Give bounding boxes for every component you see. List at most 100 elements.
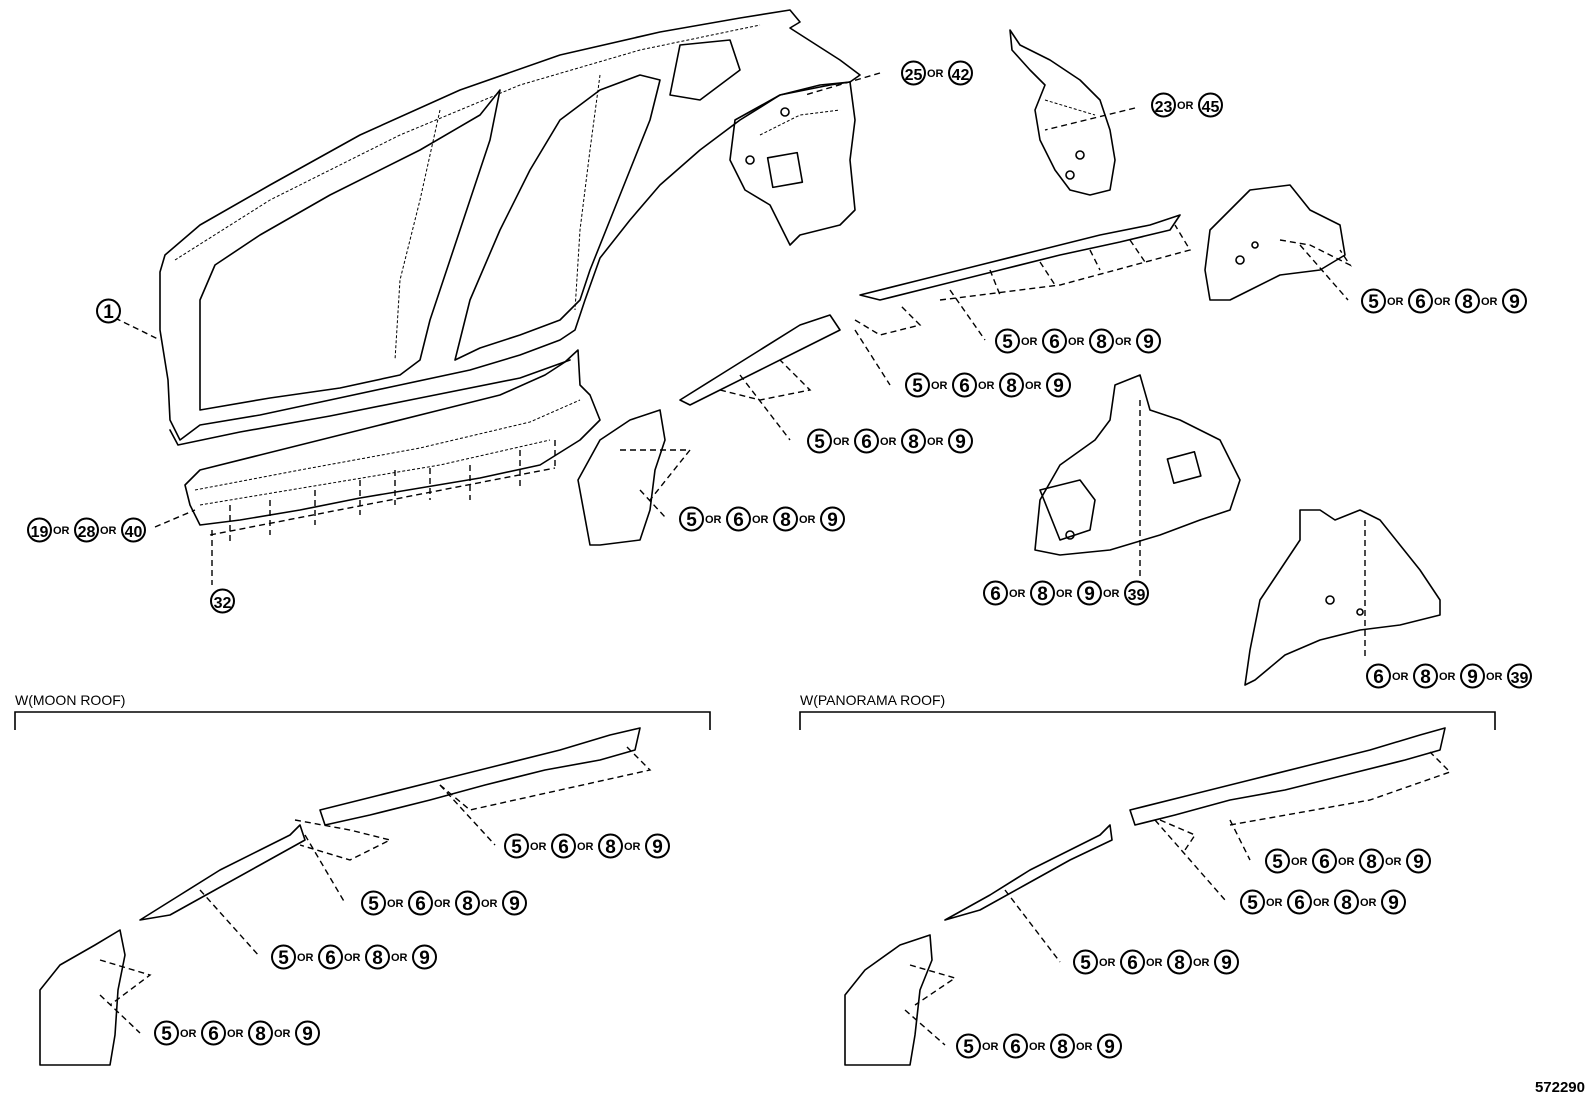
callout-circle xyxy=(1455,288,1480,314)
callout-number: 6 xyxy=(1319,852,1330,873)
callout-number: 32 xyxy=(214,595,232,612)
callout-separator: OR xyxy=(1387,296,1404,308)
callout-circle xyxy=(820,506,845,532)
callout-circle xyxy=(1050,1033,1075,1059)
callout-number: 8 xyxy=(1096,332,1107,353)
callout-separator: OR xyxy=(227,1028,244,1040)
callout-number: 5 xyxy=(963,1037,974,1058)
callout-number: 8 xyxy=(255,1024,266,1045)
callout-number: 5 xyxy=(1002,332,1013,353)
callout-separator: OR xyxy=(927,68,944,80)
callout-number: 6 xyxy=(558,837,569,858)
callout-circle xyxy=(948,428,973,454)
callout-c1: 1 xyxy=(96,298,121,324)
callout-circle xyxy=(154,1020,179,1046)
callout-circle xyxy=(96,298,121,324)
callout-number: 6 xyxy=(1294,893,1305,914)
callout-separator: OR xyxy=(799,514,816,526)
callout-circle xyxy=(455,890,480,916)
callout-circle xyxy=(1046,372,1071,398)
callout-number: 9 xyxy=(509,894,520,915)
callout-number: 9 xyxy=(302,1024,313,1045)
moon-roof-section: W(MOON ROOF) xyxy=(14,692,711,730)
callout-circle xyxy=(999,372,1024,398)
upper-right-bracket xyxy=(1009,29,1116,196)
callout-separator: OR xyxy=(1338,856,1355,868)
callout-number: 9 xyxy=(1509,292,1520,313)
callout-circle xyxy=(1030,580,1055,606)
callout-separator: OR xyxy=(53,525,70,537)
callout-circle xyxy=(271,944,296,970)
callout-circle xyxy=(1089,328,1114,354)
callout-separator: OR xyxy=(927,436,944,448)
callout-number: 8 xyxy=(1420,667,1431,688)
callout-circle xyxy=(1502,288,1527,314)
rear-wheel-house-inner xyxy=(1034,374,1241,580)
panorama-roof-label: W(PANORAMA ROOF) xyxy=(800,692,945,708)
callout-circle xyxy=(1151,92,1176,118)
side-body-outer-panel xyxy=(159,9,861,446)
callout-number: 5 xyxy=(278,948,289,969)
callout-number: 8 xyxy=(605,837,616,858)
callout-number: 6 xyxy=(733,510,744,531)
callout-circle xyxy=(502,890,527,916)
callout-separator: OR xyxy=(931,380,948,392)
callout-circle xyxy=(948,60,973,86)
callout-circle xyxy=(1003,1033,1028,1059)
callout-separator: OR xyxy=(1434,296,1451,308)
callout-circle xyxy=(248,1020,273,1046)
callout-circle xyxy=(1381,889,1406,915)
callout-separator: OR xyxy=(1266,897,1283,909)
callout-circle xyxy=(365,944,390,970)
callout-number: 9 xyxy=(1053,376,1064,397)
callout-separator: OR xyxy=(978,380,995,392)
callout-separator: OR xyxy=(1486,671,1503,683)
callout-number: 8 xyxy=(462,894,473,915)
callout-number: 9 xyxy=(827,510,838,531)
callout-separator: OR xyxy=(624,841,641,853)
callout-circle xyxy=(210,588,235,614)
callout-number: 6 xyxy=(1049,332,1060,353)
callout-circle xyxy=(551,833,576,859)
callout-circle xyxy=(645,833,670,859)
callout-c5: 32 xyxy=(210,588,235,614)
callout-circle xyxy=(27,517,52,543)
callout-number: 19 xyxy=(31,524,49,541)
callout-number: 8 xyxy=(1037,584,1048,605)
callout-separator: OR xyxy=(1029,1041,1046,1053)
callout-circle xyxy=(905,372,930,398)
callout-number: 9 xyxy=(1413,852,1424,873)
callout-separator: OR xyxy=(1291,856,1308,868)
callout-separator: OR xyxy=(1385,856,1402,868)
callout-circle xyxy=(408,890,433,916)
callout-number: 28 xyxy=(78,524,96,541)
callout-circle xyxy=(1265,848,1290,874)
callout-circle xyxy=(74,517,99,543)
callout-number: 45 xyxy=(1202,99,1220,116)
callout-circle xyxy=(1073,949,1098,975)
callout-number: 5 xyxy=(1368,292,1379,313)
callout-number: 9 xyxy=(652,837,663,858)
panorama-roof-rail xyxy=(844,727,1452,1066)
callout-circle xyxy=(773,506,798,532)
callout-number: 6 xyxy=(1010,1037,1021,1058)
callout-separator: OR xyxy=(1025,380,1042,392)
callout-number: 6 xyxy=(325,948,336,969)
callout-circle xyxy=(1359,848,1384,874)
callout-circle xyxy=(1077,580,1102,606)
callout-number: 23 xyxy=(1155,99,1173,116)
callout-separator: OR xyxy=(1021,336,1038,348)
callout-number: 9 xyxy=(419,948,430,969)
callout-circle xyxy=(361,890,386,916)
callout-circle xyxy=(901,428,926,454)
rear-wheel-house-outer xyxy=(1244,509,1441,686)
